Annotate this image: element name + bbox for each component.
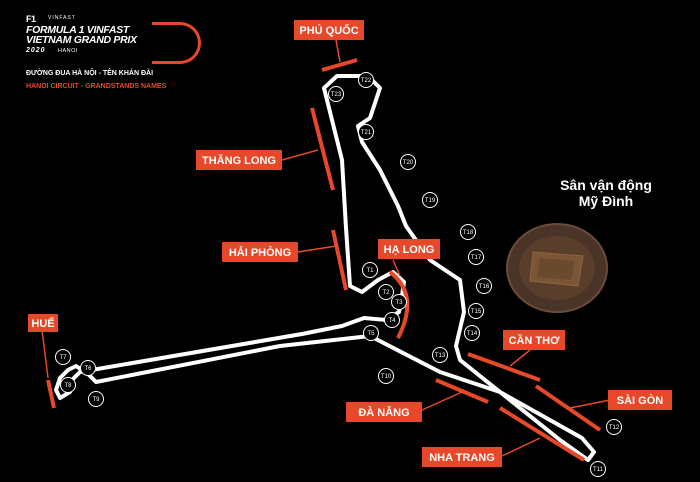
turn-label: T3	[395, 300, 403, 306]
turn-marker-t19: T19	[422, 192, 438, 208]
turn-label: T14	[467, 331, 478, 337]
turn-marker-t22: T22	[358, 72, 374, 88]
turn-marker-t12: T12	[606, 419, 622, 435]
label-sai-gon: SÀI GÒN	[608, 390, 672, 410]
turn-label: T15	[471, 309, 482, 315]
turn-label: T9	[92, 397, 100, 403]
svg-text:CẦN THƠ: CẦN THƠ	[509, 334, 561, 347]
grandstand-bar-ha-long	[388, 270, 410, 339]
turn-marker-t4: T4	[384, 312, 400, 328]
label-can-tho: CẦN THƠ	[503, 330, 565, 350]
circuit-track	[54, 74, 596, 462]
stadium-name-line1: Sân vận động	[560, 177, 652, 193]
turn-marker-t7: T7	[55, 349, 71, 365]
turn-marker-t21: T21	[358, 124, 374, 140]
turn-label: T17	[471, 255, 482, 261]
turn-label: T18	[463, 230, 474, 236]
my-dinh-stadium	[506, 223, 608, 313]
f1-logo: F1	[26, 14, 36, 24]
turn-label: T4	[388, 318, 396, 324]
turn-label: T19	[425, 198, 436, 204]
turn-label: T7	[59, 355, 67, 361]
grandstand-bar-can-tho	[467, 352, 541, 382]
svg-text:THĂNG LONG: THĂNG LONG	[202, 154, 276, 167]
event-logo: F1 VINFAST FORMULA 1 VINFAST VIETNAM GRA…	[26, 14, 201, 64]
label-da-nang: ĐÀ NẴNG	[346, 402, 422, 422]
logo-city: HANOI	[58, 48, 78, 54]
grandstand-bars	[46, 58, 602, 462]
turn-marker-t16: T16	[476, 278, 492, 294]
grandstand-bar-da-nang	[435, 378, 489, 404]
turn-label: T5	[367, 331, 375, 337]
turn-label: T16	[479, 284, 490, 290]
grandstand-bar-sai-gon	[534, 384, 602, 432]
label-phu-quoc: PHÚ QUỐC	[294, 20, 364, 40]
svg-text:HẢI PHÒNG: HẢI PHÒNG	[229, 246, 291, 259]
turn-marker-t9: T9	[88, 391, 104, 407]
grandstand-bar-phu-quoc	[321, 58, 358, 72]
label-nha-trang: NHA TRANG	[422, 447, 502, 467]
turn-marker-t14: T14	[464, 325, 480, 341]
logo-swoosh	[152, 22, 201, 64]
turn-marker-t11: T11	[590, 461, 606, 477]
turn-marker-t1: T1	[362, 262, 378, 278]
turn-marker-t3: T3	[391, 294, 407, 310]
turn-marker-t15: T15	[468, 303, 484, 319]
turn-marker-t6: T6	[80, 360, 96, 376]
turn-marker-t13: T13	[432, 347, 448, 363]
turn-marker-t8: T8	[60, 377, 76, 393]
leader-lines	[41, 39, 611, 457]
turn-label: T11	[593, 467, 604, 473]
turn-label: T1	[366, 268, 374, 274]
logo-year: 2020	[26, 47, 46, 54]
turn-label: T8	[64, 383, 72, 389]
turn-label: T21	[361, 130, 372, 136]
turn-marker-t23: T23	[328, 86, 344, 102]
grandstand-bar-nha-trang	[498, 406, 586, 462]
turn-label: T20	[403, 160, 414, 166]
turn-marker-t2: T2	[378, 284, 394, 300]
label-thang-long: THĂNG LONG	[196, 150, 282, 170]
turn-label: T13	[435, 353, 446, 359]
turn-label: T10	[381, 374, 392, 380]
svg-text:HẠ LONG: HẠ LONG	[384, 244, 435, 256]
svg-text:NHA TRANG: NHA TRANG	[429, 452, 495, 464]
svg-text:SÀI GÒN: SÀI GÒN	[617, 394, 664, 407]
vinfast-small: VINFAST	[48, 15, 76, 21]
grandstand-bar-hai-phong	[331, 229, 348, 291]
stadium-name-line2: Mỹ Đình	[579, 193, 633, 209]
grandstand-bar-hue	[46, 379, 56, 409]
subtitle-vietnamese: ĐƯỜNG ĐUA HÀ NỘI - TÊN KHÁN ĐÀI	[26, 70, 154, 77]
turn-marker-t20: T20	[400, 154, 416, 170]
svg-text:PHÚ QUỐC: PHÚ QUỐC	[299, 23, 358, 37]
subtitle-english: HANOI CIRCUIT - GRANDSTANDS NAMES	[26, 83, 167, 90]
svg-text:ĐÀ NẴNG: ĐÀ NẴNG	[358, 406, 409, 419]
turn-label: T12	[609, 425, 620, 431]
label-ha-long: HẠ LONG	[378, 239, 440, 259]
turn-marker-t5: T5	[363, 325, 379, 341]
logo-title-line1: FORMULA 1 VINFAST	[26, 24, 130, 36]
turn-marker-t18: T18	[460, 224, 476, 240]
label-hue: HUẾ	[28, 314, 58, 332]
svg-text:HUẾ: HUẾ	[31, 317, 54, 330]
turn-label: T23	[331, 92, 342, 98]
label-hai-phong: HẢI PHÒNG	[222, 242, 298, 262]
logo-title-line2: VIETNAM GRAND PRIX	[26, 34, 137, 46]
turn-marker-t10: T10	[378, 368, 394, 384]
turn-marker-t17: T17	[468, 249, 484, 265]
turn-label: T2	[382, 290, 390, 296]
turn-label: T22	[361, 78, 372, 84]
grandstand-bar-thang-long	[310, 107, 335, 191]
turn-label: T6	[84, 366, 92, 372]
